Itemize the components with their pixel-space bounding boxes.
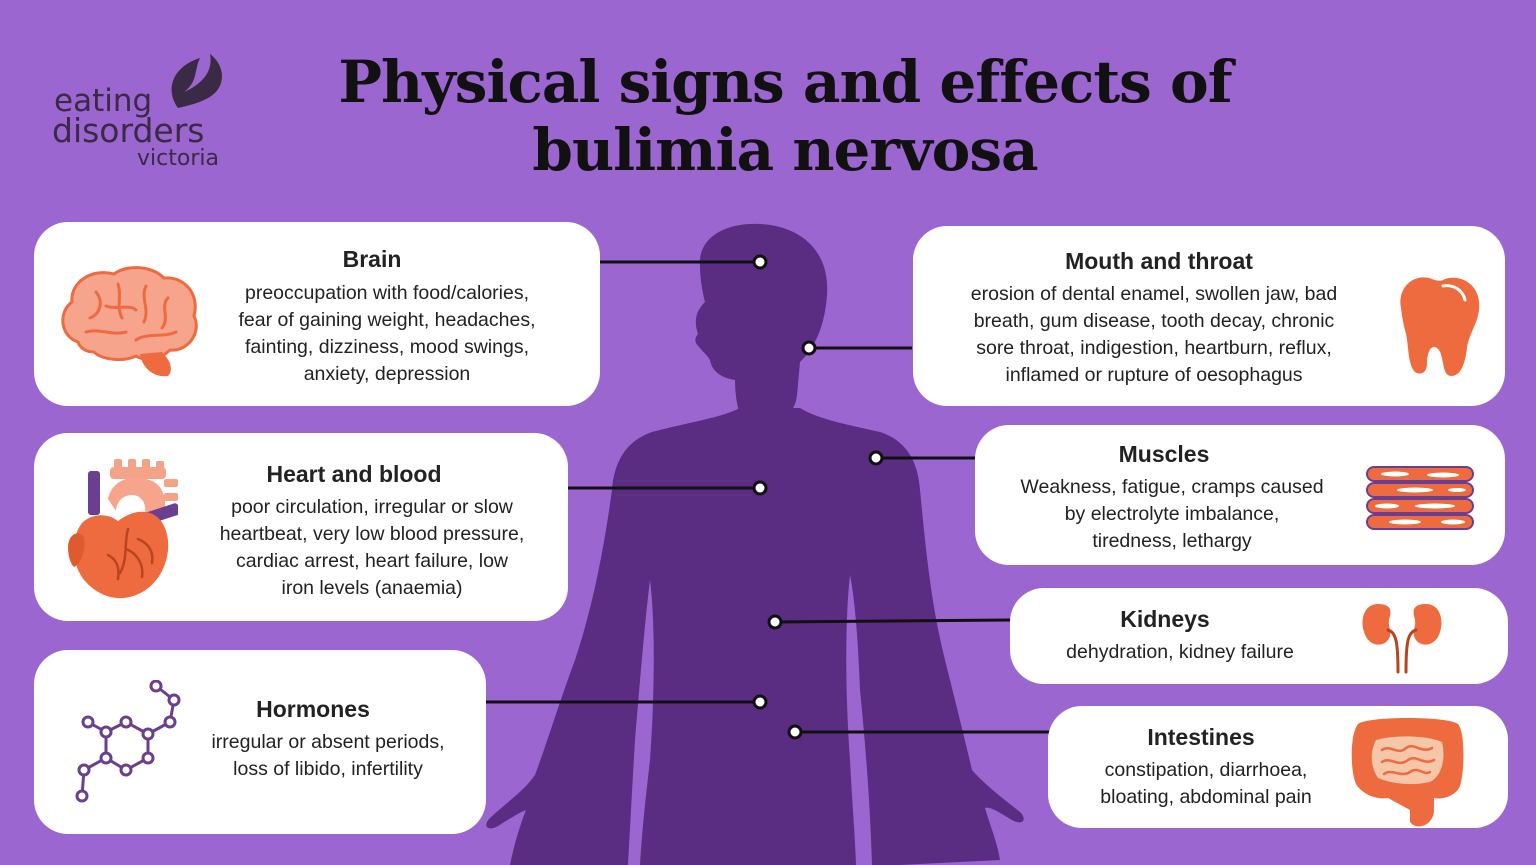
title-line-2: bulimia nervosa xyxy=(532,116,1038,184)
hormones-connector-dot xyxy=(752,694,768,710)
brain-card: Brain preoccupation with food/calories, … xyxy=(34,222,600,406)
mouth-line: erosion of dental enamel, swollen jaw, b… xyxy=(970,283,1338,305)
logo-word-victoria: victoria xyxy=(137,146,219,171)
brain-line: fear of gaining weight, headaches, xyxy=(238,309,536,331)
kidneys-title: Kidneys xyxy=(1120,606,1210,632)
intestines-description: constipation, diarrhoea, bloating, abdom… xyxy=(1068,757,1344,811)
brain-title: Brain xyxy=(342,246,402,272)
muscles-description: Weakness, fatigue, cramps caused by elec… xyxy=(989,474,1355,555)
logo: eating disorders victoria xyxy=(52,48,242,173)
brain-description: preoccupation with food/calories, fear o… xyxy=(214,280,560,388)
heart-connector-dot xyxy=(752,480,768,496)
heart-line: iron levels (anaemia) xyxy=(281,577,463,599)
muscle-fibre-icon xyxy=(1366,466,1474,530)
logo-word-eating: eating xyxy=(54,83,153,119)
kidneys-card: Kidneys dehydration, kidney failure xyxy=(1010,588,1508,684)
heart-description: poor circulation, irregular or slow hear… xyxy=(192,494,552,602)
kidneys-icon xyxy=(1362,604,1442,674)
kidneys-connector-dot xyxy=(767,614,783,630)
mouth-description: erosion of dental enamel, swollen jaw, b… xyxy=(927,281,1381,389)
brain-line: anxiety, depression xyxy=(303,363,471,385)
intestines-connector-dot xyxy=(787,724,803,740)
brain-line: fainting, dizziness, mood swings, xyxy=(245,336,529,358)
hormones-description: irregular or absent periods, loss of lib… xyxy=(182,729,474,783)
muscles-line: by electrolyte imbalance, xyxy=(1064,503,1280,525)
heart-line: poor circulation, irregular or slow xyxy=(231,496,513,518)
muscles-card: Muscles Weakness, fatigue, cramps caused… xyxy=(975,425,1505,565)
molecule-icon xyxy=(75,680,181,803)
intestines-line: constipation, diarrhoea, xyxy=(1104,759,1308,781)
intestines-title: Intestines xyxy=(1147,724,1255,750)
hormones-title: Hormones xyxy=(256,696,370,722)
heart-card: Heart and blood poor circulation, irregu… xyxy=(34,433,568,621)
muscles-line: tiredness, lethargy xyxy=(1092,530,1252,552)
mouth-line: breath, gum disease, tooth decay, chroni… xyxy=(973,310,1335,332)
title-line-1: Physical signs and effects of xyxy=(338,48,1232,116)
hormones-line: irregular or absent periods, xyxy=(211,731,445,753)
muscles-line: Weakness, fatigue, cramps caused xyxy=(1020,476,1324,498)
muscles-title: Muscles xyxy=(1118,441,1210,467)
brain-line: preoccupation with food/calories, xyxy=(245,282,529,304)
tooth-icon xyxy=(1400,277,1480,376)
intestines-card: Intestines constipation, diarrhoea, bloa… xyxy=(1048,706,1508,828)
kidneys-description: dehydration, kidney failure xyxy=(1030,639,1330,666)
intestines-line: bloating, abdominal pain xyxy=(1100,786,1312,808)
page-title: Physical signs and effects of bulimia ne… xyxy=(300,48,1270,184)
flame-leaf-icon xyxy=(171,54,223,108)
hormones-card: Hormones irregular or absent periods, lo… xyxy=(34,650,486,834)
heart-line: cardiac arrest, heart failure, low xyxy=(235,550,509,572)
muscles-connector-dot xyxy=(868,450,884,466)
hormones-line: loss of libido, infertility xyxy=(233,758,423,780)
brain-icon xyxy=(61,266,198,377)
mouth-line: inflamed or rupture of oesophagus xyxy=(1005,364,1303,386)
mouth-card: Mouth and throat erosion of dental ename… xyxy=(913,226,1505,406)
intestines-icon xyxy=(1351,718,1464,827)
kidneys-line: dehydration, kidney failure xyxy=(1066,641,1294,663)
mouth-title: Mouth and throat xyxy=(1065,248,1253,274)
mouth-line: sore throat, indigestion, heartburn, ref… xyxy=(976,337,1332,359)
head-silhouette xyxy=(695,223,828,415)
heart-line: heartbeat, very low blood pressure, xyxy=(219,523,525,545)
heart-title: Heart and blood xyxy=(266,461,442,487)
logo-word-disorders: disorders xyxy=(52,111,205,150)
heart-icon xyxy=(68,459,178,599)
torso-silhouette xyxy=(486,408,1024,865)
mouth-connector-dot xyxy=(801,340,817,356)
brain-connector-dot xyxy=(752,254,768,270)
